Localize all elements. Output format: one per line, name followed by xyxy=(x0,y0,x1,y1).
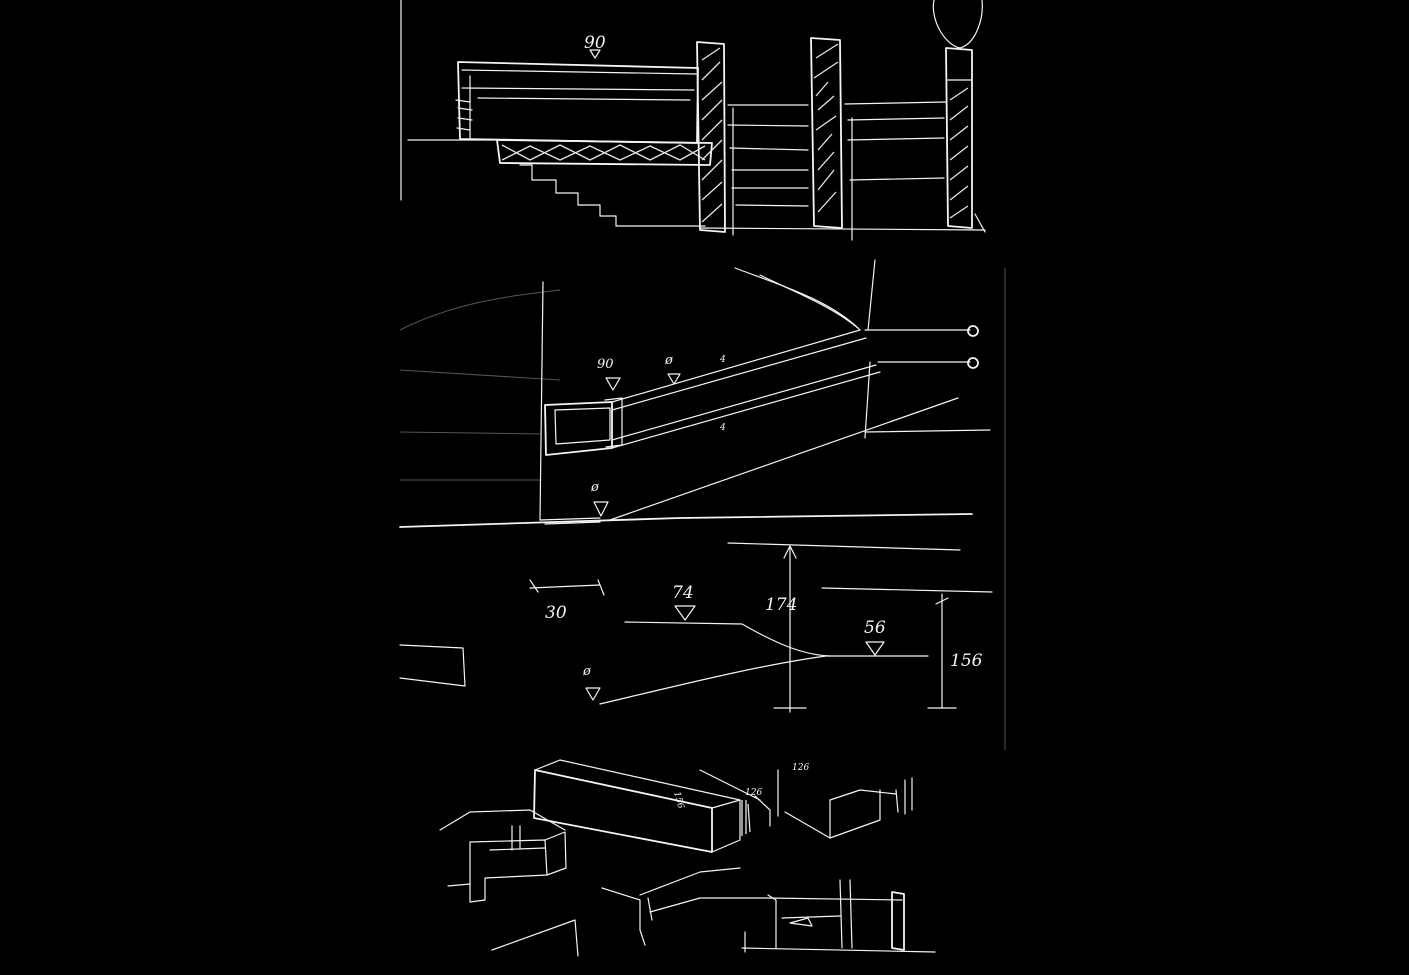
ramp-level-marker-start xyxy=(605,377,621,391)
ramp-level-ground: ø xyxy=(590,480,599,495)
ramp-tick-label: 4 xyxy=(719,355,726,365)
axon-dim-c: 126 xyxy=(792,763,809,773)
level-marker-top xyxy=(589,49,601,59)
section-drawing-levels xyxy=(399,542,993,713)
axonometric-sketch xyxy=(439,759,936,957)
levels-offset-label: 30 xyxy=(545,603,567,623)
levels-bottom-label: ø xyxy=(582,664,591,679)
levels-left-label: 74 xyxy=(672,583,694,603)
levels-bottom-marker xyxy=(585,687,601,701)
levels-left-marker xyxy=(674,605,696,621)
levels-height-a-label: 174 xyxy=(765,595,797,615)
axon-dim-b: 126 xyxy=(745,788,762,798)
section-drawing-ramp xyxy=(399,259,1006,750)
levels-right-label: 56 xyxy=(864,618,886,638)
ramp-level-mid: ø xyxy=(664,353,673,368)
axon-dim-a: 156 xyxy=(671,791,685,810)
levels-right-marker xyxy=(865,641,885,656)
ramp-level-marker-ground xyxy=(593,501,609,517)
section-drawing-top xyxy=(400,0,986,241)
ramp-level-start: 90 xyxy=(597,357,614,372)
level-label-top: 90 xyxy=(584,33,606,53)
ramp-tick-label-lower: 4 xyxy=(719,423,726,433)
ramp-level-marker-mid xyxy=(667,373,681,385)
levels-height-b-label: 156 xyxy=(950,651,983,671)
